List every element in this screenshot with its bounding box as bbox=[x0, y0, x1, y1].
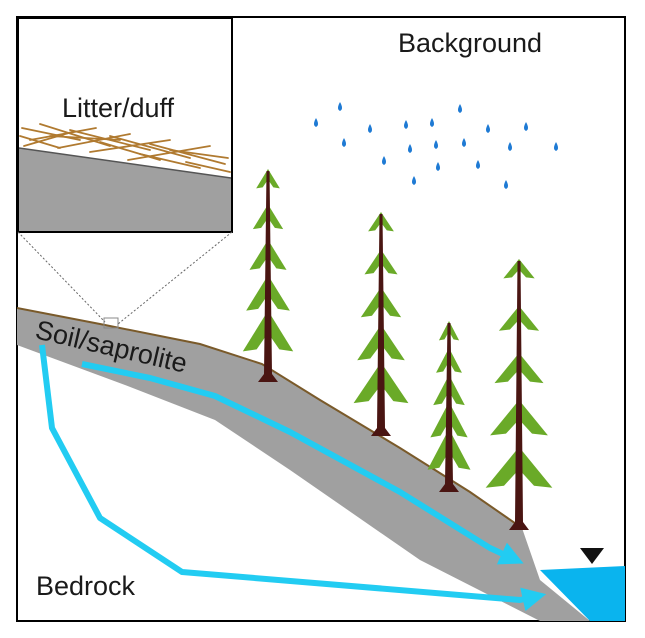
inset-soil bbox=[19, 148, 231, 231]
tree-branch bbox=[268, 275, 290, 311]
tree-branch bbox=[242, 310, 268, 352]
zoom-spot bbox=[103, 317, 119, 329]
tree-branch bbox=[519, 353, 544, 384]
tree-branch bbox=[427, 429, 449, 470]
soil-layer bbox=[17, 308, 590, 621]
tree-branch bbox=[381, 362, 409, 404]
tree-trunk bbox=[258, 171, 278, 382]
tree-branch bbox=[256, 169, 268, 189]
tree-trunk bbox=[371, 214, 391, 436]
tree-branch bbox=[249, 239, 268, 270]
litter-texture bbox=[19, 123, 231, 173]
tree-branch bbox=[357, 324, 381, 361]
tree-trunk bbox=[509, 261, 529, 530]
tree-branch bbox=[364, 249, 381, 275]
raindrop-icon bbox=[314, 102, 558, 189]
tree-branch bbox=[268, 169, 280, 189]
tree-branch bbox=[503, 259, 519, 279]
tree-branch bbox=[381, 212, 394, 232]
tree-branch bbox=[246, 275, 268, 311]
tree-branch bbox=[519, 259, 535, 279]
tree-branch bbox=[449, 348, 462, 373]
tree-branch bbox=[268, 239, 287, 270]
deep-flow-path bbox=[39, 344, 547, 612]
background-label: Background bbox=[398, 28, 542, 58]
soil-surface-line bbox=[17, 307, 523, 529]
tree-branch bbox=[381, 287, 402, 318]
litter-duff-label: Litter/duff bbox=[62, 93, 175, 123]
conifer-tree-icon bbox=[427, 321, 471, 492]
tree-branch bbox=[449, 429, 471, 470]
tree-branch bbox=[449, 375, 465, 406]
tree-branch bbox=[438, 321, 449, 341]
tree-branch bbox=[519, 400, 548, 436]
tree-branch bbox=[490, 400, 519, 436]
conifer-tree-icon bbox=[485, 259, 553, 530]
tree-branch bbox=[381, 249, 398, 275]
tree-branch bbox=[430, 402, 449, 438]
stream-water bbox=[540, 566, 625, 621]
triangle-down-icon bbox=[580, 548, 604, 564]
trees-group bbox=[242, 169, 553, 530]
tree-branch bbox=[433, 375, 449, 406]
tree-branch bbox=[449, 321, 460, 341]
conifer-tree-icon bbox=[242, 169, 294, 382]
tree-branch bbox=[381, 324, 405, 361]
tree-branch bbox=[368, 212, 381, 232]
shallow-flow-path bbox=[81, 361, 524, 565]
tree-branch bbox=[485, 447, 519, 488]
tree-branch bbox=[519, 447, 553, 488]
tree-branch bbox=[498, 306, 519, 331]
tree-branch bbox=[252, 204, 268, 230]
zoom-line-right bbox=[117, 231, 233, 325]
tree-trunk bbox=[439, 323, 459, 492]
tree-branch bbox=[268, 310, 294, 352]
tree-branch bbox=[449, 402, 468, 438]
tree-branch bbox=[519, 306, 540, 331]
tree-branch bbox=[268, 204, 284, 230]
inset-soil-edge bbox=[18, 147, 232, 179]
zoom-line-left bbox=[17, 231, 106, 323]
conifer-tree-icon bbox=[353, 212, 409, 436]
tree-branch bbox=[436, 348, 449, 373]
tree-branch bbox=[494, 353, 519, 384]
tree-branch bbox=[353, 362, 381, 404]
tree-branch bbox=[360, 287, 381, 318]
bedrock-label: Bedrock bbox=[36, 571, 136, 601]
